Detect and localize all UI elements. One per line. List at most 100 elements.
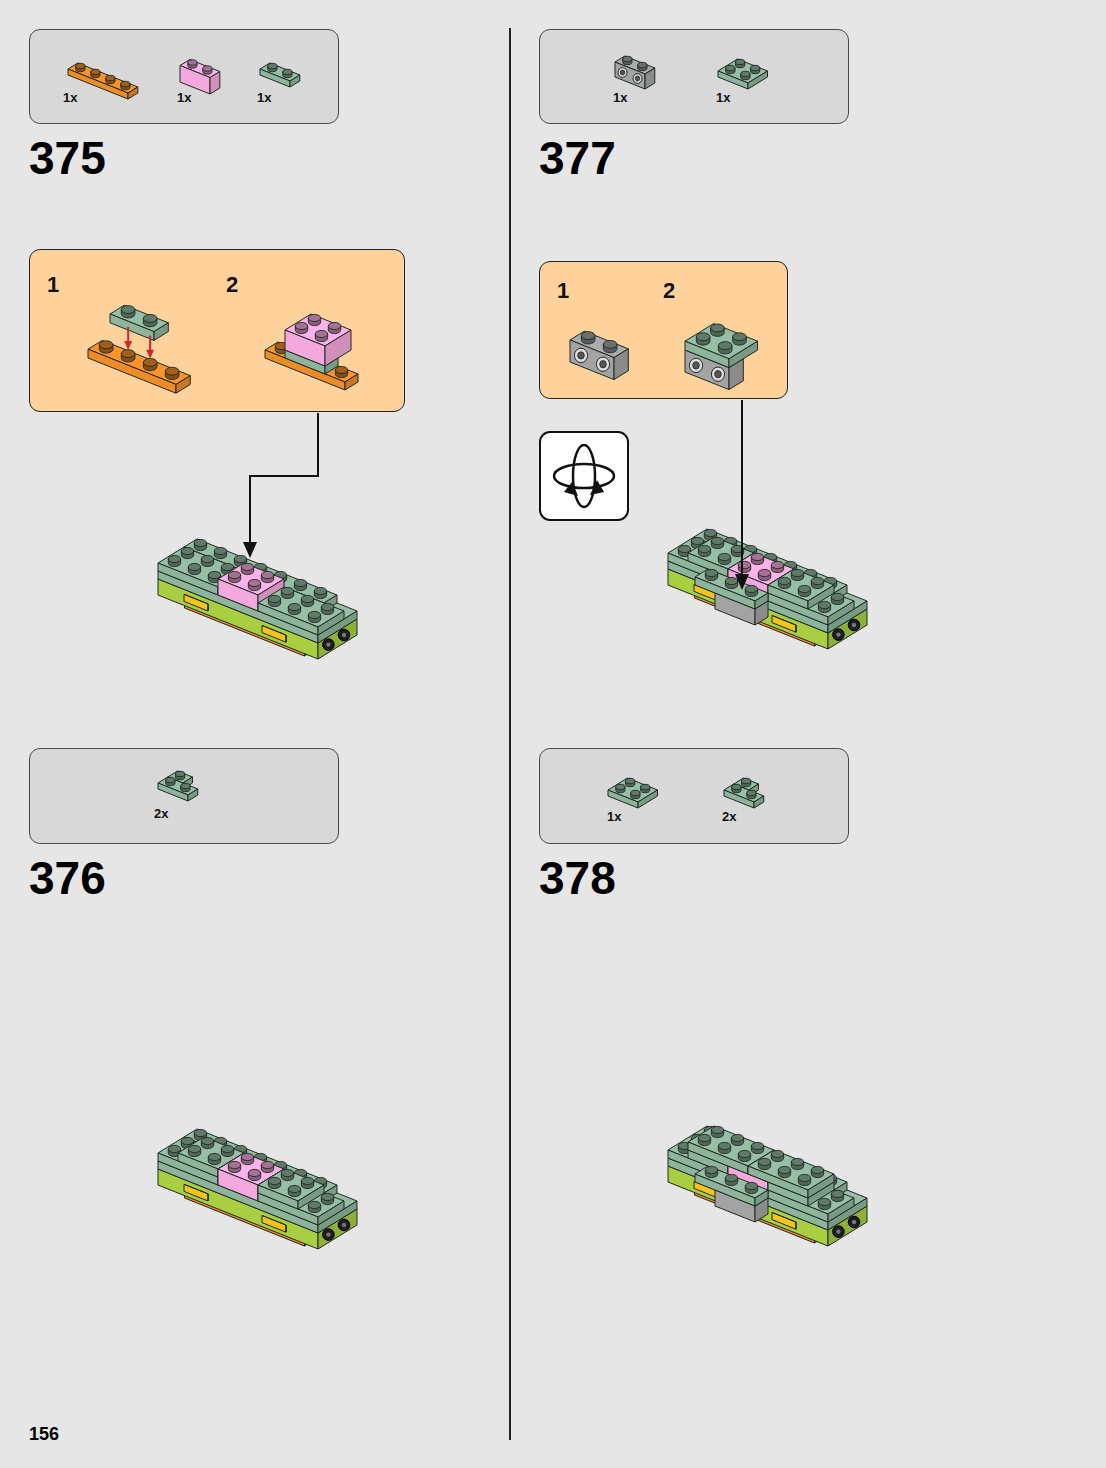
step-number: 375 [29,135,106,181]
stud-top [678,545,690,552]
wheel-hub [326,642,330,646]
stud-top [234,555,246,562]
part-illustration [30,250,406,413]
brick-side [208,604,209,611]
stud-top [731,1134,743,1141]
stud-top [751,1142,763,1149]
stud-top [811,577,823,584]
stud-top [705,569,717,576]
stud-top [831,593,843,600]
stud-top [831,1190,843,1197]
stud-top [181,783,190,788]
part-quantity: 2x [722,809,736,824]
side-stud-hole [693,362,700,369]
side-stud [596,357,609,371]
stud-top [791,569,803,576]
stud-top [818,601,830,608]
stud-top [241,1153,253,1160]
stud-top [751,553,763,560]
part-illustration [540,30,850,125]
stud-top [725,577,737,584]
step-number: 377 [539,135,616,181]
stud-top [711,537,723,544]
stud-top [143,358,157,366]
stud-top [121,81,130,86]
stud-top [288,603,300,610]
stud-top [221,563,233,570]
brick-side [210,72,220,95]
rotate-icon-frame [540,432,628,520]
stud-top [314,587,326,594]
stud-top [201,555,213,562]
part-quantity: 1x [607,809,621,824]
sub-step-number: 1 [557,278,569,304]
stud-top [268,1177,280,1184]
part-quantity: 1x [613,90,627,105]
stud-top [214,547,226,554]
brick-side [796,625,797,632]
wheel [833,1226,845,1238]
brick-side [286,635,287,642]
stud-top [295,322,307,329]
stud-top [791,1158,803,1165]
brick-side [325,330,351,366]
step-number: 376 [29,855,106,901]
wheel-hub [342,1223,346,1227]
push-arrow-head [146,350,154,359]
stud-top [283,69,292,74]
stud-top [208,1153,220,1160]
rotate-ring [554,464,614,488]
side-stud-hole [715,371,722,378]
stud-top [335,366,347,373]
stud-top [261,571,273,578]
stud-top [696,333,710,341]
callout-arrow-head [243,542,257,558]
stud-top [308,314,320,321]
stud-top [315,330,327,337]
stud-top [798,1174,810,1181]
stud-top [718,553,730,560]
model-377 [668,529,867,649]
part-quantity: 1x [63,90,77,105]
stud-top [581,332,595,340]
side-stud-hole [578,352,585,359]
stud-top [738,1150,750,1157]
stud-top [616,784,625,789]
parts-list-box: 2x [29,748,339,844]
divider [509,28,511,1440]
parts-list-box: 1x1x1x [29,29,339,124]
stud-top [281,587,293,594]
step-number: 378 [539,855,616,901]
stud-top [165,367,179,375]
brick-side [729,341,758,367]
stud-top [818,1198,830,1205]
brick-side [176,376,190,394]
parts-list-box: 1x 2x [539,748,849,844]
side-stud [618,68,627,78]
stud-top [121,306,135,314]
brick-top [668,537,867,625]
callout-arrow [250,413,318,556]
stud-top [143,314,157,322]
stud-top [188,563,200,570]
brick-side [298,1185,324,1209]
stud-top [268,595,280,602]
stud-top [603,340,617,348]
part-illustration [30,749,340,845]
stud-top [248,579,260,586]
stud-top [725,1174,737,1181]
rotate-icon [540,432,628,520]
side-stud [633,74,642,84]
stud-top [228,571,240,578]
sub-assembly-callout: 12 [29,249,405,412]
stud-top [625,778,634,783]
stud-top [301,1177,313,1184]
part-quantity: 1x [716,90,730,105]
sub-assembly-callout: 12 [539,261,788,399]
stud-top [811,1166,823,1173]
stud-top [181,547,193,554]
side-stud [689,358,702,372]
wheel [833,629,845,641]
